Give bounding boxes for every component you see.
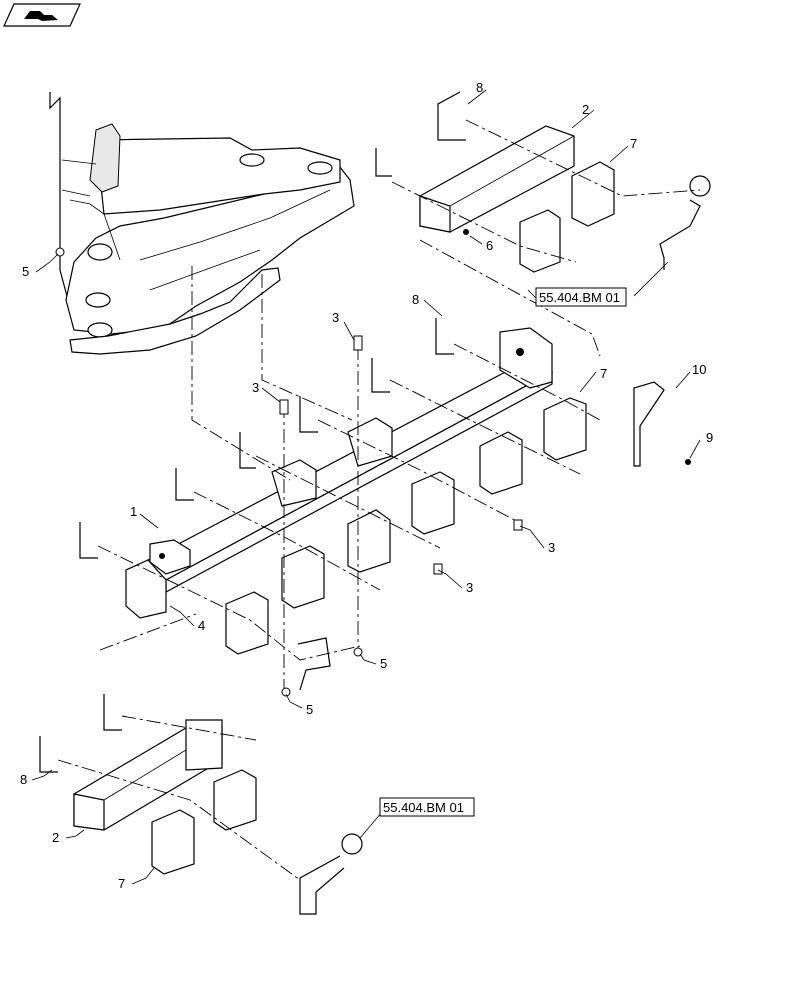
marker-assemblies xyxy=(297,175,711,915)
callout-3: 3 xyxy=(548,540,555,555)
upper-tube xyxy=(419,125,575,233)
brackets xyxy=(151,161,665,875)
callout-8: 8 xyxy=(476,80,483,95)
callout-7: 7 xyxy=(118,876,125,891)
tractor-frame xyxy=(49,92,355,355)
callout-9: 9 xyxy=(706,430,713,445)
bolts xyxy=(55,229,691,697)
callout-2: 2 xyxy=(52,830,59,845)
callout-7: 7 xyxy=(630,136,637,151)
callout-7: 7 xyxy=(600,366,607,381)
callout-2: 2 xyxy=(582,102,589,117)
book-hand-icon[interactable] xyxy=(3,3,81,27)
callout-5: 5 xyxy=(306,702,313,717)
svg-text:55.404.BM 01: 55.404.BM 01 xyxy=(383,800,464,815)
callout-labels: 8 2 7 5 6 8 3 7 10 3 9 1 3 3 4 5 5 8 2 7 xyxy=(20,80,713,891)
assembly-centerlines xyxy=(57,119,701,881)
main-toolbar xyxy=(125,327,554,619)
u-bolts xyxy=(39,91,466,773)
callout-3: 3 xyxy=(332,310,339,325)
reference-box-lower[interactable]: 55.404.BM 01 xyxy=(379,797,475,817)
callout-4: 4 xyxy=(198,618,205,633)
callout-10: 10 xyxy=(692,362,706,377)
reference-box-upper[interactable]: 55.404.BM 01 xyxy=(535,287,627,307)
callout-5: 5 xyxy=(380,656,387,671)
svg-text:55.404.BM 01: 55.404.BM 01 xyxy=(539,290,620,305)
callout-5: 5 xyxy=(22,264,29,279)
leader-lines xyxy=(31,89,701,885)
callout-3: 3 xyxy=(466,580,473,595)
callout-3: 3 xyxy=(252,380,259,395)
callout-6: 6 xyxy=(486,238,493,253)
lower-tube xyxy=(73,719,223,831)
callout-8: 8 xyxy=(412,292,419,307)
callout-1: 1 xyxy=(130,504,137,519)
callout-8: 8 xyxy=(20,772,27,787)
